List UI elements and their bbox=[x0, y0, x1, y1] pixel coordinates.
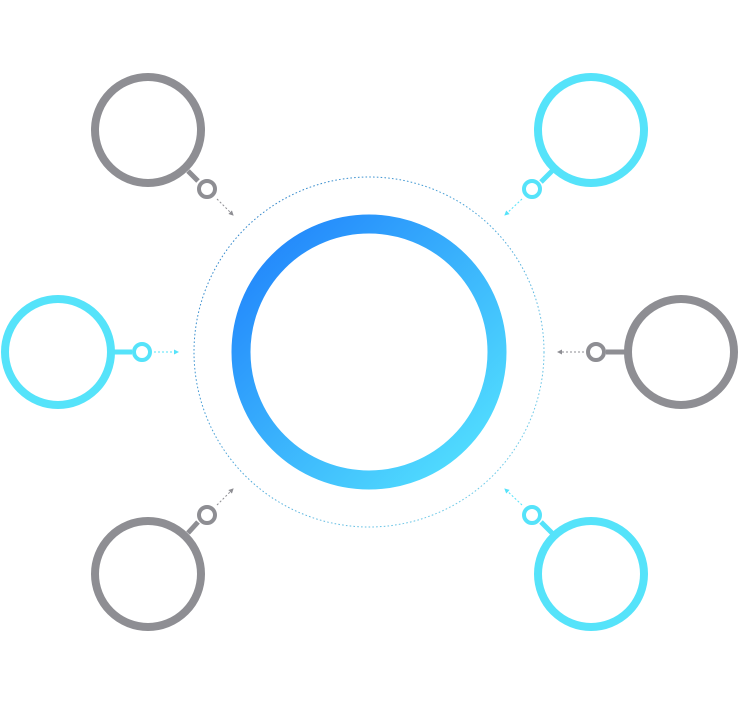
connector-handle bbox=[132, 342, 152, 362]
node-ring bbox=[1, 295, 115, 409]
hub-orbit bbox=[193, 176, 545, 528]
node-ring bbox=[534, 73, 648, 187]
node-ring bbox=[91, 73, 205, 187]
connector-line bbox=[186, 169, 200, 183]
node-middle-right bbox=[557, 295, 738, 409]
connector-handle bbox=[586, 342, 606, 362]
connector-arrow bbox=[504, 488, 523, 506]
hub-ring bbox=[231, 214, 507, 490]
node-top-left bbox=[91, 73, 234, 216]
node-ring bbox=[624, 295, 738, 409]
node-bottom-right bbox=[504, 488, 648, 631]
connector-arrow bbox=[504, 198, 523, 216]
node-bottom-left bbox=[91, 488, 234, 631]
connector-handle bbox=[197, 179, 217, 199]
connector-line bbox=[539, 520, 554, 535]
connector-handle bbox=[522, 505, 542, 525]
node-middle-left bbox=[1, 295, 179, 409]
connector-arrow bbox=[216, 488, 234, 506]
connector-handle bbox=[197, 505, 217, 525]
connector-line bbox=[539, 169, 554, 184]
node-ring bbox=[91, 517, 205, 631]
node-top-right bbox=[504, 73, 648, 216]
connector-line bbox=[186, 520, 200, 535]
connector-handle bbox=[522, 179, 542, 199]
connector-arrow bbox=[216, 198, 234, 216]
node-ring bbox=[534, 517, 648, 631]
